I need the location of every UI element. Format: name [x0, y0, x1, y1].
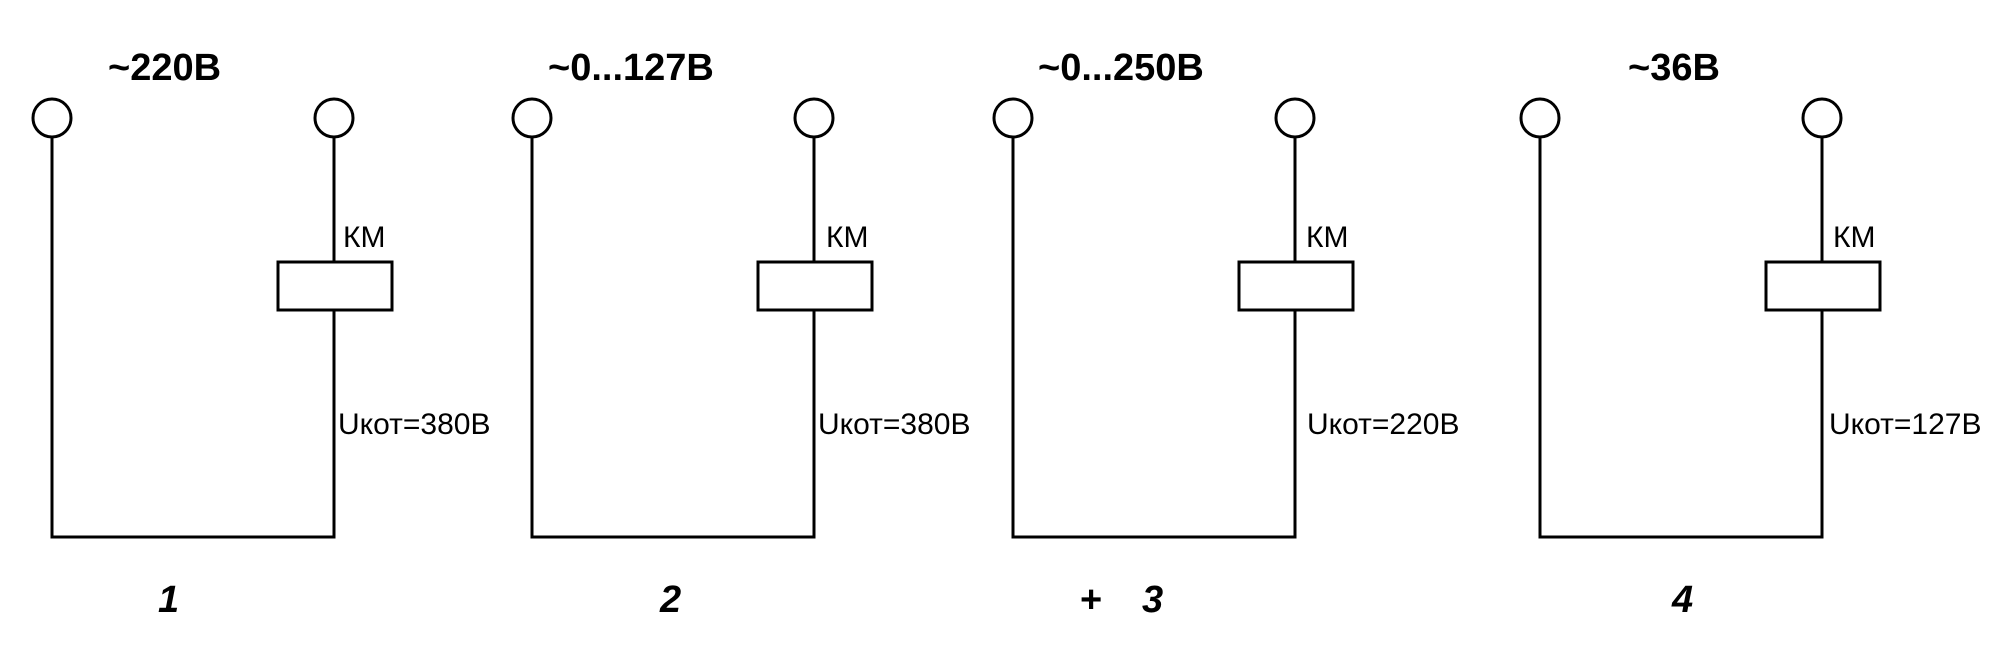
- contactor-coil: [756, 260, 874, 312]
- circuit-4: ~36В КМ Uкот=127В 4: [1519, 47, 1981, 621]
- supply-voltage-label: ~0...127В: [548, 47, 714, 89]
- terminal-left: [1519, 97, 1561, 139]
- coil-voltage-label: Uкот=220В: [1307, 408, 1459, 441]
- coil-label: КМ: [826, 221, 868, 254]
- circuit-2: ~0...127В КМ Uкот=380В 2: [511, 47, 970, 621]
- coil-label: КМ: [1306, 221, 1348, 254]
- contactor-coil: [276, 260, 394, 312]
- coil-label: КМ: [343, 221, 385, 254]
- circuit-wire: [530, 137, 816, 539]
- circuit-wire: [1538, 137, 1824, 539]
- supply-voltage-label: ~0...250В: [1038, 47, 1204, 89]
- circuit-number: 4: [1671, 579, 1693, 621]
- circuit-wire: [50, 137, 336, 539]
- terminal-left: [31, 97, 73, 139]
- coil-voltage-label: Uкот=380В: [338, 408, 490, 441]
- terminal-right: [1274, 97, 1316, 139]
- supply-voltage-label: ~220В: [108, 47, 221, 89]
- coil-voltage-label: Uкот=380В: [818, 408, 970, 441]
- correct-mark: +: [1080, 579, 1102, 621]
- contactor-coil: [1764, 260, 1882, 312]
- terminal-left: [992, 97, 1034, 139]
- circuit-number: 2: [659, 579, 681, 621]
- circuit-1: ~220В КМ Uкот=380В 1: [31, 47, 490, 621]
- circuit-3: ~0...250В КМ Uкот=220В + 3: [992, 47, 1459, 621]
- supply-voltage-label: ~36В: [1628, 47, 1720, 89]
- coil-label: КМ: [1833, 221, 1875, 254]
- contactor-coil: [1237, 260, 1355, 312]
- terminal-right: [793, 97, 835, 139]
- terminal-right: [313, 97, 355, 139]
- coil-voltage-label: Uкот=127В: [1829, 408, 1981, 441]
- circuit-number: 1: [158, 579, 179, 621]
- circuit-number: 3: [1142, 579, 1163, 621]
- terminal-right: [1801, 97, 1843, 139]
- circuit-wire: [1011, 137, 1297, 539]
- terminal-left: [511, 97, 553, 139]
